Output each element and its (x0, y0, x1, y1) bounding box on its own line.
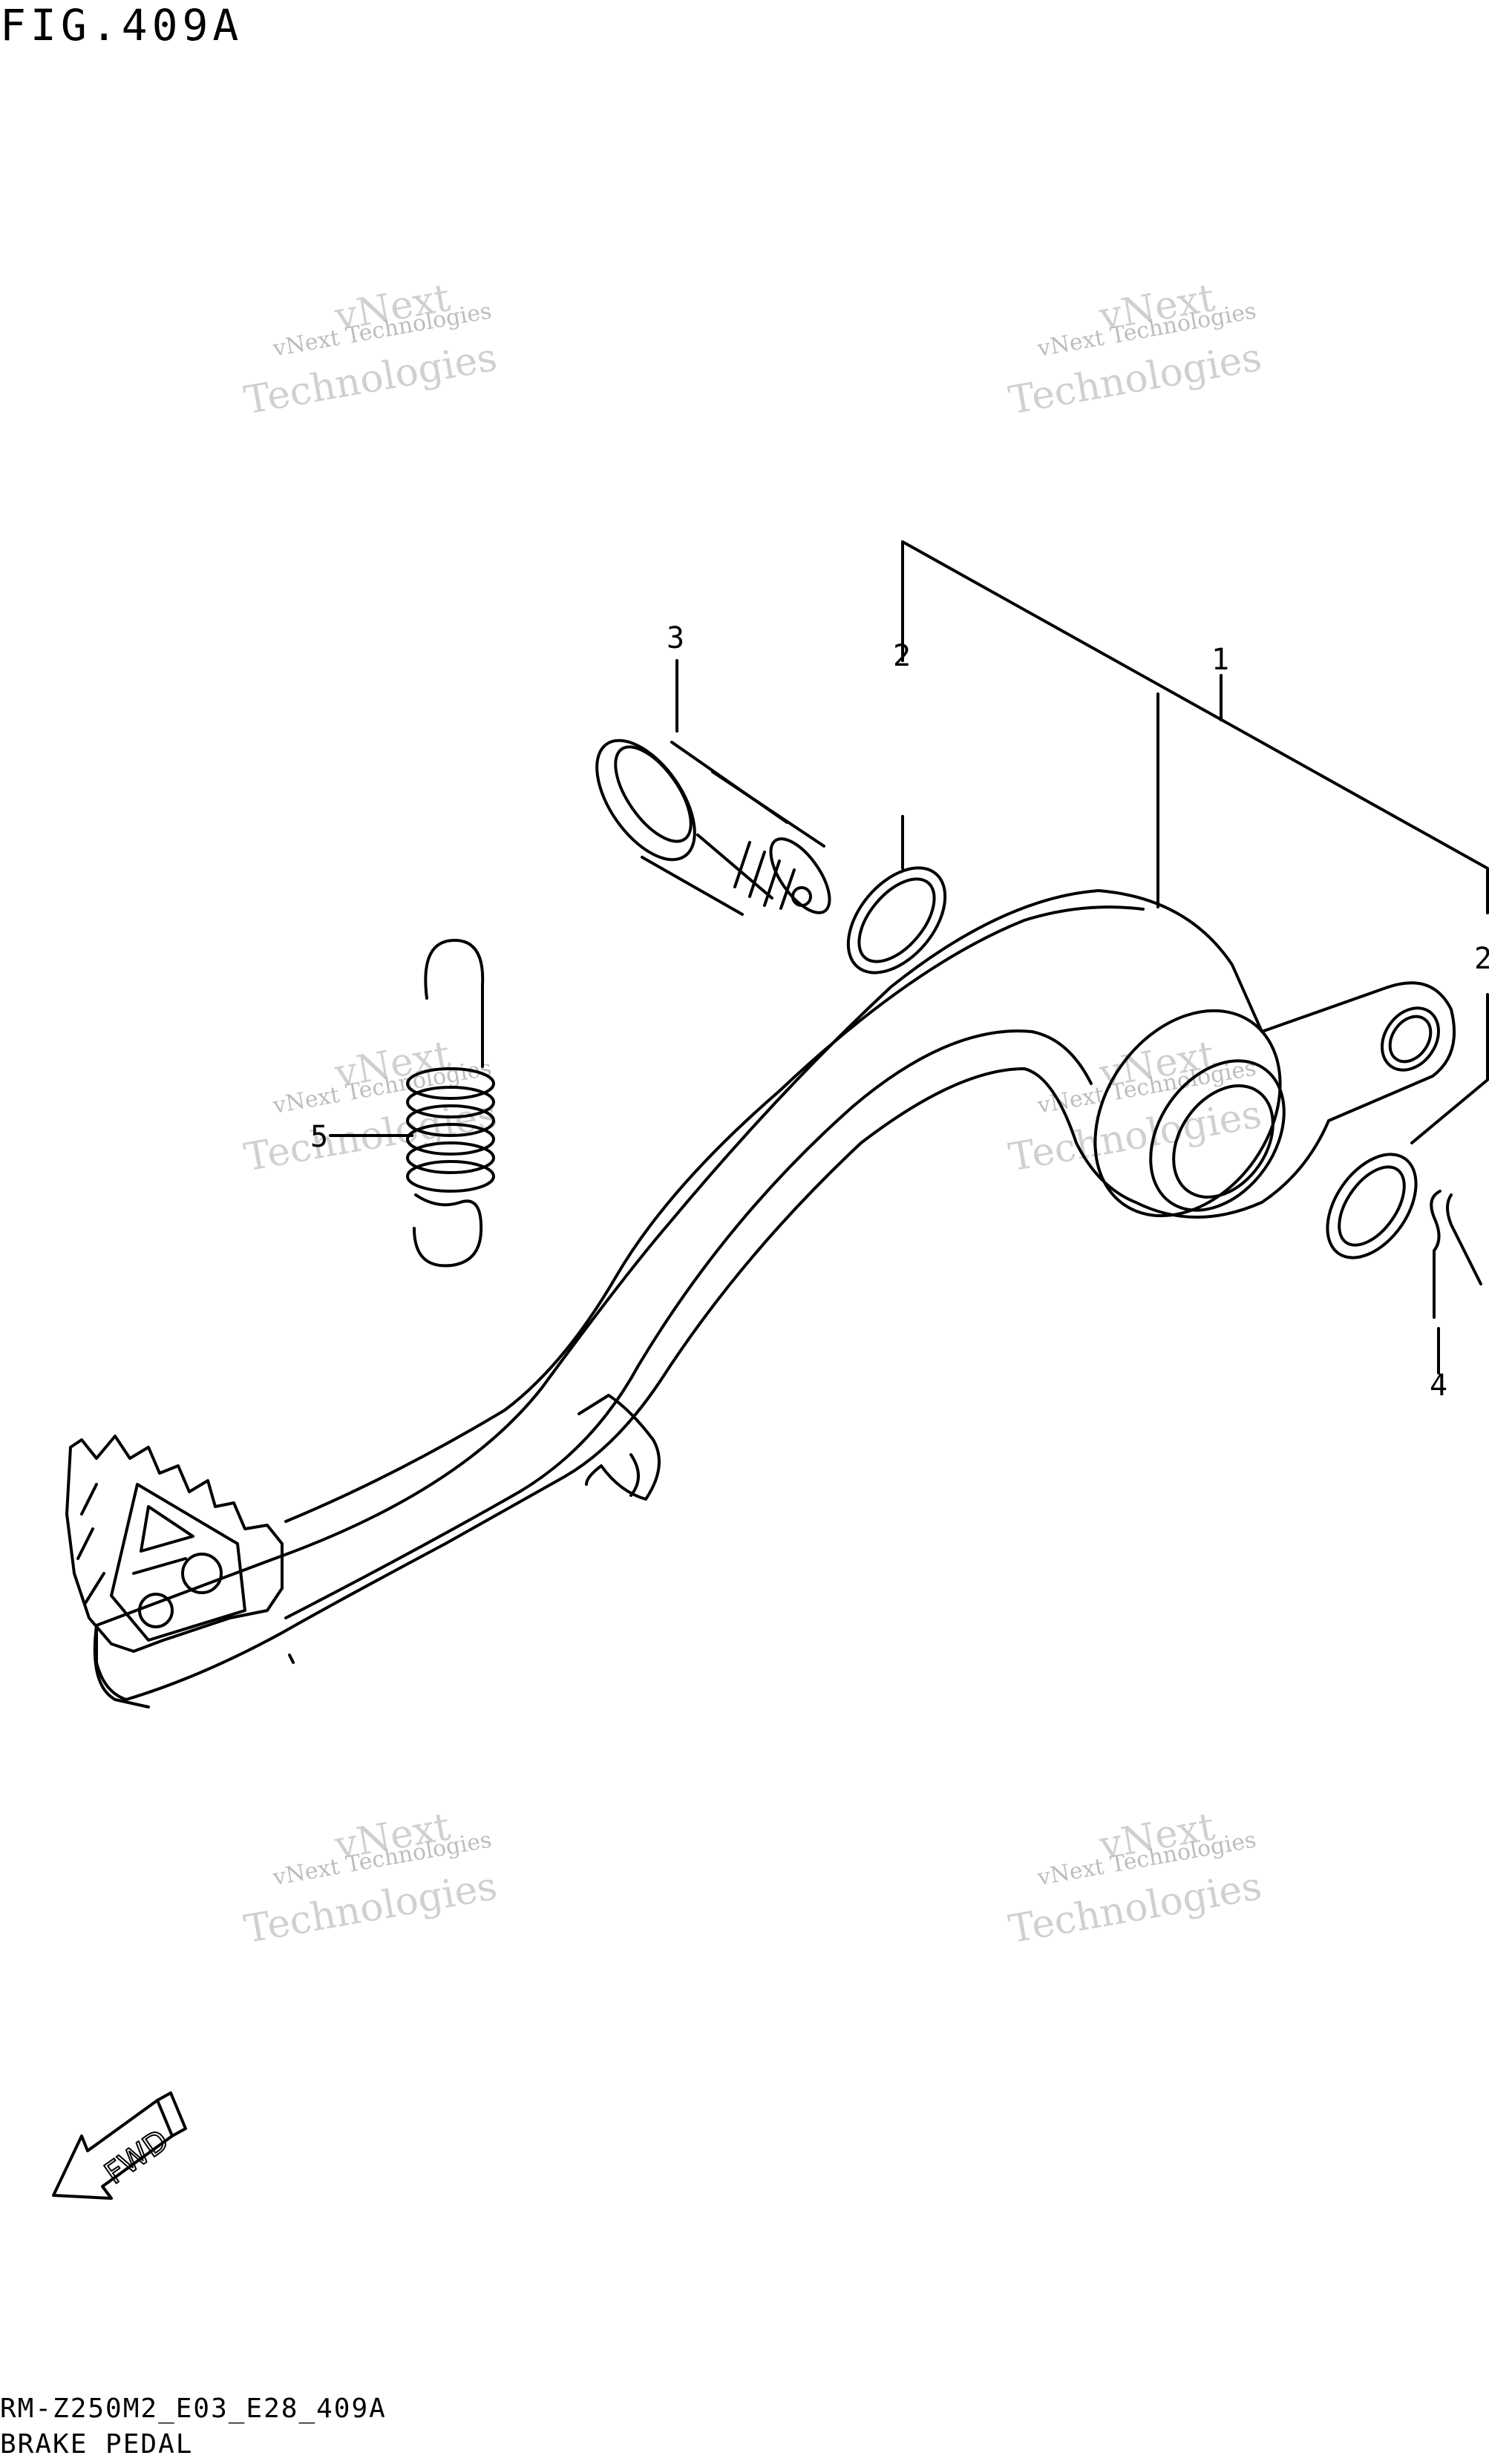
brake-pedal-part-1 (65, 889, 1456, 1708)
figure-title: FIG.409A (0, 0, 243, 50)
callout-4: 4 (1430, 1369, 1447, 1403)
watermark-5: vNext Technologies vNext Technologies (241, 1804, 500, 1952)
watermark-4: vNext Technologies vNext Technologies (1006, 1032, 1265, 1180)
callout-2-lower: 2 (1474, 942, 1489, 976)
seal-part-2-upper (846, 866, 947, 974)
watermark-1: vNext Technologies vNext Technologies (241, 275, 500, 423)
watermark-2: vNext Technologies vNext Technologies (1006, 275, 1265, 423)
callout-2-upper: 2 (893, 639, 911, 673)
pivot-shaft-part-3 (595, 738, 831, 916)
callout-5: 5 (310, 1120, 328, 1154)
fwd-arrow-icon: FWD (52, 2091, 187, 2200)
cotter-pin-part-4 (1430, 1190, 1482, 1319)
return-spring-part-5 (406, 938, 495, 1268)
watermark-group: vNext Technologies vNext Technologies vN… (241, 275, 1265, 1952)
watermark-6: vNext Technologies vNext Technologies (1006, 1804, 1265, 1952)
leader-lines (329, 540, 1489, 1374)
callout-labels: 1 2 2 3 4 5 (310, 621, 1489, 1403)
figure-name: BRAKE PEDAL (0, 2429, 194, 2460)
watermark-3: vNext Technologies vNext Technologies (241, 1032, 500, 1180)
figure-code: RM-Z250M2_E03_E28_409A (0, 2393, 387, 2424)
callout-3: 3 (667, 621, 684, 655)
seal-part-2-lower (1326, 1153, 1418, 1259)
callout-1: 1 (1211, 643, 1229, 677)
